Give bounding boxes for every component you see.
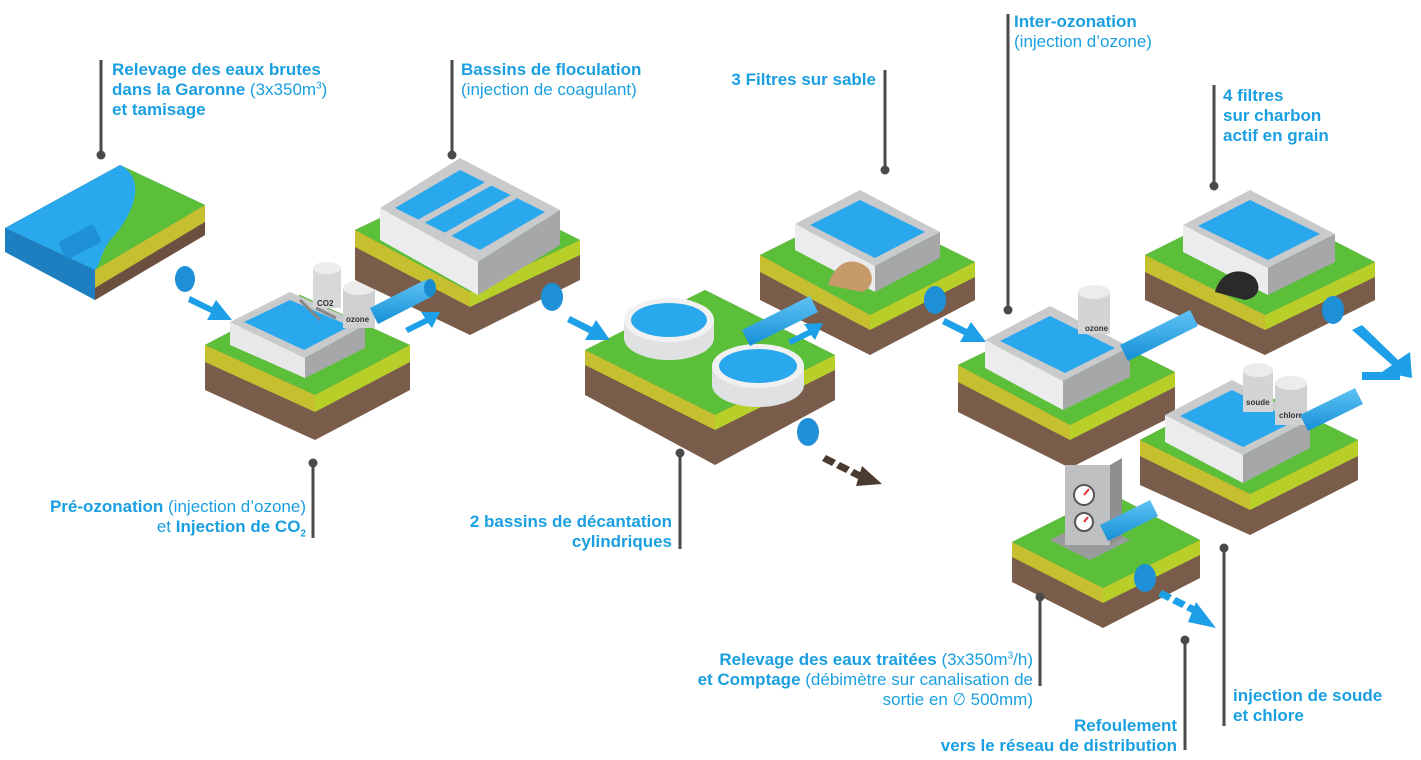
pre-ozonation-and: et	[156, 517, 176, 536]
chlorine-tank-tag: chlore	[1279, 411, 1304, 420]
inter-ozonation-station: ozone	[958, 285, 1175, 468]
co2-subscript: 2	[300, 528, 306, 540]
discharge-arrow	[1158, 590, 1216, 628]
raw-intake-screening: et tamisage	[112, 100, 206, 119]
pipes	[175, 266, 1363, 592]
ozone-tank-tag: ozone	[346, 315, 370, 324]
flocculation-detail: (injection de coagulant)	[461, 80, 637, 99]
sand-filters-label: 3 Filtres sur sable	[690, 70, 876, 90]
soda-chlorine-station: soude chlore	[1140, 363, 1358, 535]
flocculation-label: Bassins de floculation (injection de coa…	[461, 60, 691, 100]
carbon-filter-station	[1145, 190, 1375, 355]
flocculation-title: Bassins de floculation	[461, 60, 642, 79]
metering-detail: (débimètre sur canalisation de	[800, 670, 1033, 689]
inter-ozonation-detail: (injection d’ozone)	[1014, 32, 1152, 51]
leader-lines	[96, 14, 1229, 750]
sand-filters-title: 3 Filtres sur sable	[731, 70, 876, 89]
treated-lift-capacity: (3x350m	[936, 650, 1008, 669]
raw-intake-label: Relevage des eaux brutes dans la Garonne…	[112, 60, 352, 120]
pre-ozonation-detail: (injection d’ozone)	[163, 497, 306, 516]
decantation-label: 2 bassins de décantation cylindriques	[430, 512, 672, 552]
raw-intake-river: dans la Garonne	[112, 80, 246, 99]
metering-detail-2: sortie en ∅ 500mm)	[882, 690, 1033, 709]
raw-intake-capacity: (3x350m	[245, 80, 317, 99]
pre-ozonation-title: Pré-ozonation	[49, 497, 164, 516]
inter-ozonation-label: Inter-ozonation (injection d’ozone)	[1014, 12, 1214, 52]
discharge-label: Refoulement vers le réseau de distributi…	[890, 716, 1177, 756]
soda-chlorine-line1: injection de soude	[1233, 686, 1383, 705]
carbon-filters-line2: sur charbon	[1223, 106, 1322, 125]
co2-injection-title: Injection de CO	[175, 517, 301, 536]
carbon-filters-line3: actif en grain	[1223, 126, 1329, 145]
soda-chlorine-label: injection de soude et chlore	[1233, 686, 1413, 726]
sludge-outlet-arrow	[822, 455, 882, 486]
raw-intake-capacity-exp: 3	[316, 80, 322, 92]
treated-lift-capacity-end: /h)	[1013, 650, 1033, 669]
raw-intake-capacity-end: )	[321, 80, 328, 99]
carbon-filters-line1: 4 filtres	[1223, 86, 1284, 105]
treated-lift-title: Relevage des eaux traitées	[719, 650, 937, 669]
raw-intake-title: Relevage des eaux brutes	[112, 60, 321, 79]
ozone-tank-tag-2: ozone	[1085, 324, 1109, 333]
treated-lift-capacity-exp: 3	[1007, 650, 1014, 662]
inter-ozonation-title: Inter-ozonation	[1014, 12, 1137, 31]
soda-chlorine-line2: et chlore	[1233, 706, 1304, 725]
soda-tank-tag: soude	[1246, 398, 1270, 407]
decantation-line1: 2 bassins de décantation	[469, 512, 672, 531]
river-intake-station	[5, 165, 205, 300]
co2-tank-tag: CO2	[317, 299, 334, 308]
discharge-line2: vers le réseau de distribution	[940, 736, 1177, 755]
metering-title: et Comptage	[697, 670, 801, 689]
pre-ozonation-label: Pré-ozonation (injection d’ozone) et Inj…	[10, 497, 306, 540]
treated-lift-station	[1012, 458, 1200, 628]
treated-lift-label: Relevage des eaux traitées (3x350m3/h) e…	[640, 650, 1033, 710]
pre-ozonation-station: CO2 ozone	[205, 262, 410, 440]
sand-filter-station	[760, 190, 975, 355]
flow-arrows	[188, 296, 1412, 380]
discharge-line1: Refoulement	[1074, 716, 1177, 735]
carbon-filters-label: 4 filtres sur charbon actif en grain	[1223, 86, 1383, 146]
decantation-line2: cylindriques	[571, 532, 672, 551]
